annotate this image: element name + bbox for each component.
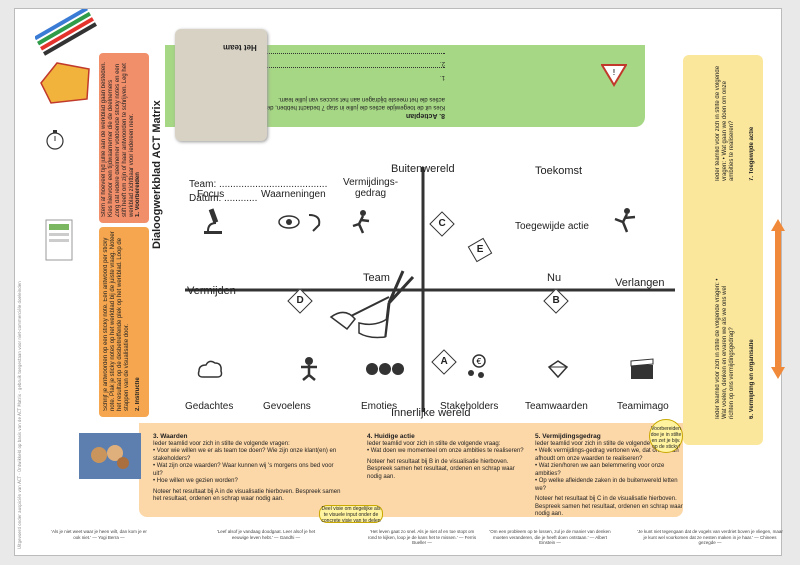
section-6-title: 6. Vermijding en organisatie: [749, 339, 755, 419]
section-3-q1: • Voor wie willen we er als team toe doe…: [153, 448, 337, 462]
section-4-note: Noteer het resultaat bij B in de visuali…: [367, 458, 515, 480]
quote-1: 'Als je niet weet waar je heen wilt, dan…: [51, 529, 147, 540]
matrix-axes: [185, 167, 675, 412]
hands-photo: [79, 433, 141, 479]
warning-sign-icon: !: [601, 64, 627, 87]
section-3-title: 3. Waarden: [153, 433, 188, 440]
label-team: Team: [363, 272, 390, 284]
diamond-hand-icon: [547, 360, 569, 379]
label-gedachtes: Gedachtes: [185, 401, 234, 412]
section-3-q2: • Wat zijn onze waarden? Waar kunnen wij…: [153, 463, 334, 477]
cloud-icon: [197, 360, 223, 378]
quote-5: 'Je kunt niet tegengaan dat de vogels va…: [637, 529, 783, 545]
section-3-intro: Ieder teamlid voor zich in stilte de vol…: [153, 440, 290, 447]
action-line-1: 1.: [439, 74, 445, 80]
stressed-person-icon: [301, 357, 317, 381]
section-5-note: Noteer het resultaat bij C in de visuali…: [535, 496, 683, 517]
tip-bubble-2: Voorbereiden doe je in stilte en zet je …: [649, 419, 683, 453]
action-line-2: 2.: [439, 60, 445, 66]
section-5-q1: • Welk vermijdings-gedrag vertonen we, d…: [535, 448, 679, 462]
double-arrow-icon: [771, 219, 785, 379]
section-1-text: Zorg dat iedere deelnemer voldoende stic…: [115, 63, 135, 217]
section-3: 3. Waarden Ieder teamlid voor zich in st…: [153, 433, 343, 504]
team-field[interactable]: Team: ..................................…: [189, 179, 328, 190]
section-8-title: 8. Actieplan: [405, 112, 445, 119]
datum-field[interactable]: Datum: ............: [189, 193, 258, 204]
section-2-title: 2. Instructie: [135, 377, 141, 411]
svg-text:!: !: [612, 68, 615, 77]
bottom-panel: [139, 423, 683, 517]
section-1-panel: [99, 53, 149, 223]
label-stakeholders: Stakeholders: [440, 401, 499, 412]
section-4-q1: • Wat doen we momenteel om onze ambities…: [367, 448, 524, 454]
martial-arts-icon: [614, 208, 636, 233]
label-focus: Focus: [197, 189, 225, 200]
section-1-title: 1. Voorbereiden: [135, 172, 141, 217]
tip-bubble-1: Deel visie om degelijke als te visuele i…: [319, 505, 383, 524]
section-6-text: Ieder teamlid voor zich in stilte de vol…: [715, 278, 735, 419]
people-euro-icon: €: [468, 354, 486, 378]
label-teamimago: Teamimago: [617, 401, 669, 412]
label-gevoelens: Gevoelens: [263, 401, 311, 412]
section-3-q3: • Hoe willen we gezien worden?: [153, 478, 238, 484]
label-toekomst: Toekomst: [535, 165, 583, 177]
microscope-icon: [204, 208, 222, 234]
section-2-panel: [99, 227, 149, 417]
section-5-q3: • Op welke afleidende zaken in de buiten…: [535, 478, 678, 492]
quote-2: 'Leef alsof je vandaag doodgaat. Leer al…: [216, 529, 316, 540]
label-waarneningen: Waarneningen: [261, 189, 326, 200]
label-emoties: Emoties: [361, 401, 398, 412]
quote-4: 'Om een probleem op te lossen, zul je de…: [489, 529, 611, 545]
act-matrix: Buitenwereld Innerlijke wereld Vermijden…: [175, 127, 685, 423]
booklet-icon: [45, 219, 73, 261]
svg-text:€: €: [476, 357, 481, 366]
section-5-title: 5. Vermijdingsgedrag: [535, 433, 601, 440]
section-5-intro: Ieder teamlid voor zich in stilte de vol…: [535, 440, 672, 447]
badge-icon: [40, 62, 90, 104]
paper-label: Het team: [223, 43, 257, 52]
label-verlangen: Verlangen: [615, 277, 665, 289]
label-buitenwereld: Buitenwereld: [391, 163, 455, 175]
label-nu: Nu: [547, 272, 562, 284]
pencils-icon: [35, 9, 97, 56]
slingshot-figure-icon: [329, 270, 415, 339]
stopwatch-icon: [46, 130, 64, 150]
team-paper: Het team: [175, 29, 267, 141]
section-2-text: Schrijf je antwoorden op een sticky note…: [103, 231, 130, 411]
section-8-text: Kies uit de toegewijde acties die jullie…: [266, 96, 445, 110]
label-innerlijke-wereld: Innerlijke wereld: [391, 407, 471, 419]
section-7-text: Ieder teamlid voor zich in stilte de vol…: [715, 65, 735, 181]
section-4-intro: Ieder teamlid voor zich in stilte de vol…: [367, 440, 501, 447]
right-panel: [683, 55, 763, 445]
section-5: 5. Vermijdingsgedrag Ieder teamlid voor …: [535, 433, 685, 519]
section-5-q2: • Wat zien/horen we aan belemmering voor…: [535, 463, 665, 477]
label-vermijden: Vermijden: [187, 285, 236, 297]
emotion-faces-icon: [366, 363, 404, 375]
section-4: 4. Huidige actie Ieder teamlid voor zich…: [367, 433, 527, 481]
label-vermijdingsgedrag: Vermijdings- gedrag: [343, 177, 399, 199]
clapperboard-icon: [630, 358, 654, 379]
label-teamwaarden: Teamwaarden: [525, 401, 588, 412]
section-3-note: Noteer het resultaat bij A in de visuali…: [153, 488, 341, 503]
section-4-title: 4. Huidige actie: [367, 433, 415, 440]
quote-3: 'Het leven gaat zo snel. Als je niet af …: [367, 529, 477, 545]
label-toegewijde-actie: Toegewijde actie: [515, 221, 589, 232]
section-7-title: 7. Toegewijde actie: [749, 126, 755, 181]
worksheet: Uitgevoerd onder auspiciën van ACT - Ont…: [14, 8, 785, 556]
section-1-extra: Stem af hoeveel tijd jullie aan de werkb…: [101, 61, 114, 217]
left-credit-strip: Uitgevoerd onder auspiciën van ACT - Ont…: [17, 281, 22, 549]
running-person-icon: [352, 210, 370, 234]
eye-ear-icon: [278, 214, 321, 232]
